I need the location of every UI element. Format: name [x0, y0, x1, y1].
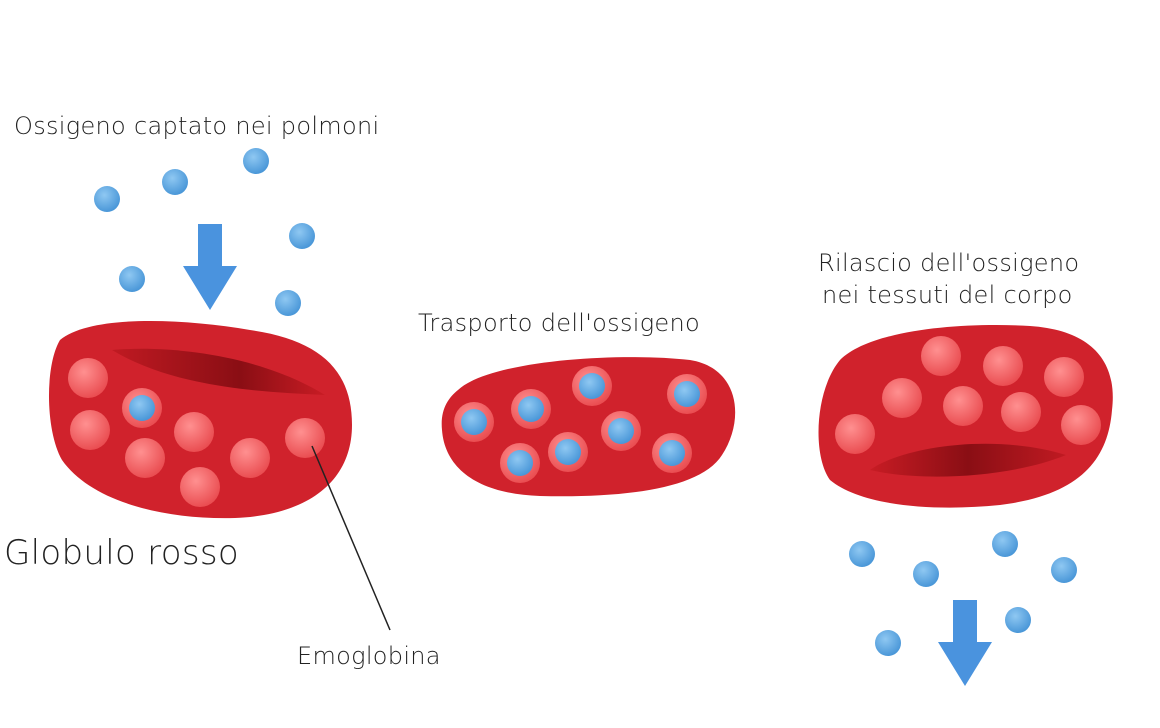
- oxygen-molecule: [275, 290, 301, 316]
- oxygen-molecule: [94, 186, 120, 212]
- hemoglobin: [921, 336, 961, 376]
- oxygen-molecule: [119, 266, 145, 292]
- oxygen-molecules-release: [849, 531, 1077, 656]
- uptake-label: Ossigeno captato nei polmoni: [14, 112, 379, 140]
- hemoglobin: [285, 418, 325, 458]
- hemoglobin: [983, 346, 1023, 386]
- oxygen-molecule: [461, 409, 487, 435]
- hemoglobin: [174, 412, 214, 452]
- oxygen-molecule: [913, 561, 939, 587]
- oxygen-molecule: [555, 439, 581, 465]
- oxygen-molecule: [1051, 557, 1077, 583]
- hemoglobin: [68, 358, 108, 398]
- arrow-down-icon: [938, 600, 992, 686]
- hemoglobin-group: [835, 336, 1101, 454]
- red-cell-label: Globulo rosso: [4, 533, 239, 573]
- transport-label: Trasporto dell'ossigeno: [418, 309, 700, 337]
- oxygen-molecule: [659, 440, 685, 466]
- hemoglobin: [125, 438, 165, 478]
- oxygen-molecule: [162, 169, 188, 195]
- oxygen-molecule: [243, 148, 269, 174]
- hemoglobin: [1061, 405, 1101, 445]
- hemoglobin: [943, 386, 983, 426]
- oxygen-molecules-uptake: [94, 148, 315, 316]
- oxygen-molecule: [129, 395, 155, 421]
- oxygen-molecule: [518, 396, 544, 422]
- oxygen-molecule: [579, 373, 605, 399]
- hemoglobin-oxygen-group: [454, 366, 707, 483]
- oxygen-molecule: [875, 630, 901, 656]
- oxygen-molecule: [289, 223, 315, 249]
- hemoglobin: [835, 414, 875, 454]
- release-label-line1: Rilascio dell'ossigeno: [818, 249, 1079, 277]
- hemoglobin: [882, 378, 922, 418]
- red-blood-cell-release: [818, 325, 1113, 508]
- release-label-line2: nei tessuti del corpo: [822, 281, 1073, 309]
- oxygen-molecule: [507, 450, 533, 476]
- cell-dimple: [870, 443, 1066, 477]
- hemoglobin: [70, 410, 110, 450]
- hemoglobin: [230, 438, 270, 478]
- oxygen-molecule: [1005, 607, 1031, 633]
- oxygen-molecule: [992, 531, 1018, 557]
- hemoglobin-label: Emoglobina: [297, 642, 441, 670]
- oxygen-molecule: [674, 381, 700, 407]
- hemoglobin-pointer-line: [311, 445, 391, 631]
- arrow-down-icon: [183, 224, 237, 310]
- red-blood-cell-uptake: [48, 320, 352, 519]
- oxygen-molecule: [849, 541, 875, 567]
- hemoglobin: [1001, 392, 1041, 432]
- cell-dimple: [112, 348, 325, 395]
- red-blood-cell-transport: [441, 357, 736, 497]
- hemoglobin: [1044, 357, 1084, 397]
- hemoglobin-group: [68, 358, 325, 507]
- hemoglobin: [180, 467, 220, 507]
- oxygen-molecule: [608, 418, 634, 444]
